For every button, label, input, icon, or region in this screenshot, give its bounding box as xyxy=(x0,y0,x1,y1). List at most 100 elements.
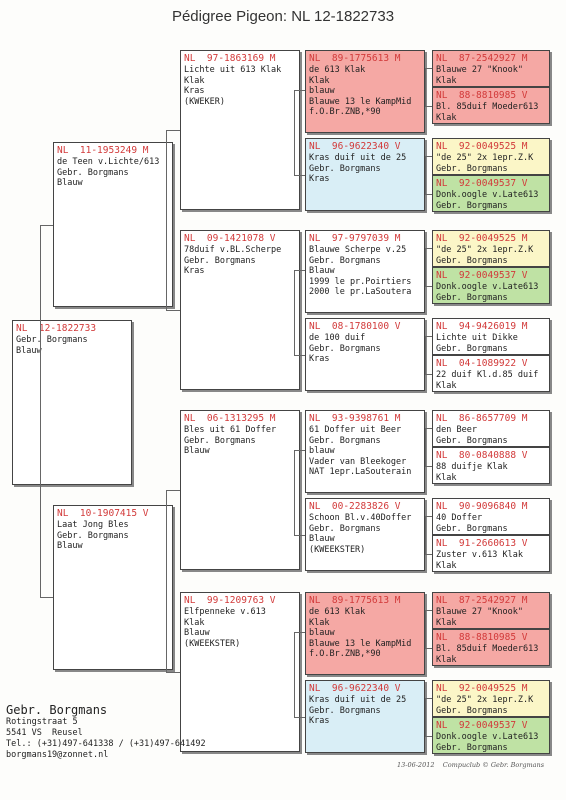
pigeon-detail-line: Blauwe 13 le KampMid xyxy=(309,638,412,649)
pigeon-detail-line: Kras xyxy=(184,266,205,276)
pigeon-detail-line: Gebr. Borgmans xyxy=(436,255,508,266)
connector-line xyxy=(166,490,180,491)
connector-line xyxy=(166,130,167,310)
connector-line xyxy=(40,225,53,226)
ring-number: NL 92-0049537 V xyxy=(436,270,528,281)
pigeon-detail-line: NAT 1epr.LaSouterain xyxy=(309,467,412,477)
connector-line xyxy=(294,270,305,271)
connector-line xyxy=(166,310,180,311)
pigeon-detail-line: Blauw xyxy=(57,178,83,188)
pigeon-detail-line: Klak xyxy=(436,472,457,483)
pigeon-detail-line: Gebr. Borgmans xyxy=(436,163,508,174)
pigeon-detail-line: Kras xyxy=(184,86,205,96)
pigeon-detail-line: Blauw xyxy=(309,266,335,276)
connector-line xyxy=(425,516,426,554)
pigeon-detail-line: Gebr. Borgmans xyxy=(309,255,381,266)
pigeon-detail-line: Schoon Bl.v.40Doffer xyxy=(309,513,412,523)
pigeon-detail-line: Klak xyxy=(436,75,457,86)
connector-line xyxy=(166,490,167,672)
pigeon-detail-line: Gebr. Borgmans xyxy=(309,163,381,174)
pigeon-detail-line: Gebr. Borgmans xyxy=(184,255,256,266)
pigeon-detail-line: Kras duif uit de 25 xyxy=(309,695,407,705)
connector-line xyxy=(425,68,426,106)
pigeon-detail-line: Donk.oogle v.Late613 xyxy=(436,282,539,292)
connector-line xyxy=(425,248,432,249)
pigeon-detail-line: Blauwe 27 "Knook" xyxy=(436,65,523,75)
connector-line xyxy=(294,355,305,356)
ring-number: NL 87-2542927 M xyxy=(436,53,528,64)
connector-line xyxy=(425,698,426,736)
print-stamp: 13-06-2012 Compuclub © Gebr. Borgmans xyxy=(397,761,545,769)
pigeon-detail-line: 88 duifje Klak xyxy=(436,462,508,472)
breeder-name: Gebr. Borgmans xyxy=(6,703,108,717)
pigeon-detail-line: (KWEKER) xyxy=(184,96,225,107)
connector-line xyxy=(166,672,180,673)
pigeon-detail-line: Klak xyxy=(436,112,457,123)
pigeon-detail-line: Blauwe 27 "Knook" xyxy=(436,607,523,617)
ring-number: NL 00-2283826 V xyxy=(309,501,401,512)
ring-number: NL 96-9622340 V xyxy=(309,141,401,152)
breeder-address: Gebr. Borgmans Rotingstraat 5 5541 VS Re… xyxy=(6,703,206,761)
connector-line xyxy=(425,648,432,649)
pigeon-detail-line: 1999 le pr.Poirtiers xyxy=(309,276,412,287)
ring-number: NL 91-2660613 V xyxy=(436,538,528,549)
pigeon-detail-line: Gebr. Borgmans xyxy=(436,523,508,534)
pigeon-detail-line: Blauw xyxy=(57,541,83,551)
connector-line xyxy=(40,597,53,598)
ring-number: NL 09-1421078 V xyxy=(184,233,276,244)
ring-number: NL 10-1907415 V xyxy=(57,508,149,519)
connector-line xyxy=(166,130,180,131)
pigeon-detail-line: Kras xyxy=(309,716,330,726)
pigeon-detail-line: Gebr. Borgmans xyxy=(16,335,88,345)
pigeon-detail-line: f.O.Br.ZNB,*90 xyxy=(309,107,381,117)
pigeon-detail-line: Kras xyxy=(309,354,330,364)
connector-line xyxy=(425,194,432,195)
pigeon-detail-line: Klak xyxy=(309,617,330,628)
pigeon-detail-line: Blauw xyxy=(309,534,335,544)
ring-number: NL 88-8810985 V xyxy=(436,632,528,643)
pigeon-detail-line: Gebr. Borgmans xyxy=(57,167,129,178)
connector-line xyxy=(425,736,432,737)
ring-number: NL 80-0840888 V xyxy=(436,450,528,461)
connector-line xyxy=(425,516,432,517)
connector-line xyxy=(294,632,305,633)
connector-line xyxy=(425,248,426,286)
pigeon-detail-line: Blauwe 13 le KampMid xyxy=(309,96,412,107)
pigeon-detail-line: Lichte uit 613 Klak xyxy=(184,65,282,75)
connector-line xyxy=(425,156,432,157)
pigeon-detail-line: Gebr. Borgmans xyxy=(436,292,508,303)
ring-number: NL 11-1953249 M xyxy=(57,145,149,156)
connector-line xyxy=(425,374,432,375)
pigeon-detail-line: Gebr. Borgmans xyxy=(309,523,381,534)
pigeon-detail-line: (KWEEKSTER) xyxy=(309,544,366,555)
connector-line xyxy=(294,535,305,536)
address-street: Rotingstraat 5 xyxy=(6,717,78,727)
pigeon-detail-line: de Teen v.Lichte/613 xyxy=(57,157,160,167)
connector-line xyxy=(294,90,295,175)
connector-line xyxy=(425,466,432,467)
pigeon-detail-line: (KWEEKSTER) xyxy=(184,638,241,649)
pigeon-detail-line: den Beer xyxy=(436,425,477,435)
pigeon-detail-line: Bles uit 61 Doffer xyxy=(184,425,277,435)
pigeon-detail-line: Gebr. Borgmans xyxy=(184,435,256,446)
connector-line xyxy=(425,610,432,611)
ring-number: NL 06-1313295 M xyxy=(184,413,276,424)
pigeon-detail-line: Gebr. Borgmans xyxy=(309,435,381,446)
connector-line xyxy=(425,156,426,194)
page-title: Pédigree Pigeon: NL 12-1822733 xyxy=(171,8,395,25)
